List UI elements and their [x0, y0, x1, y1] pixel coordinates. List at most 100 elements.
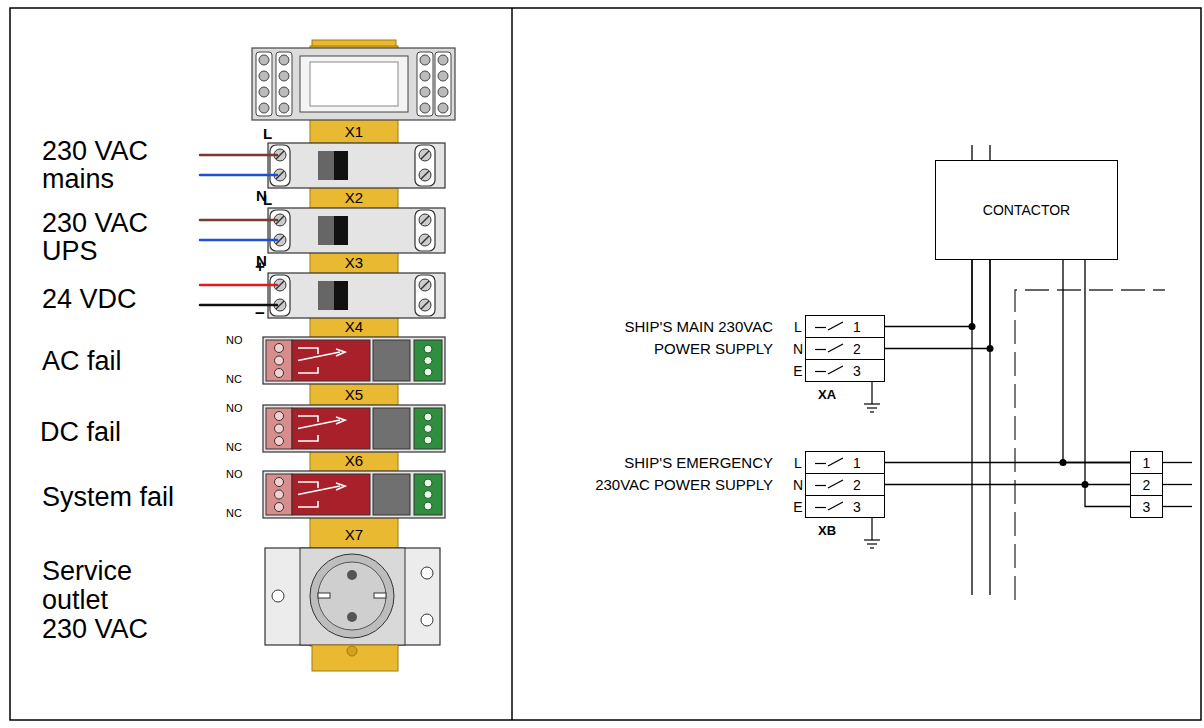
terminal-cell: 3 [805, 495, 885, 518]
switch-symbol [828, 322, 843, 330]
node-text: 3 [1143, 499, 1151, 515]
screw-column [435, 52, 451, 116]
node-text: 1 [1143, 455, 1151, 471]
terminal-cell: 1 [805, 451, 885, 474]
supply-label: SHIP'S EMERGENCY 230VAC POWER SUPPLY [593, 452, 773, 496]
switch-symbol [828, 458, 843, 466]
power-module [252, 48, 455, 120]
screw [438, 103, 448, 113]
signal-label: System fail [42, 483, 176, 511]
screw [279, 87, 289, 97]
terminal-cell: 3 [1130, 495, 1163, 518]
terminal-designator: XB [818, 523, 838, 538]
earth-clip [318, 593, 330, 598]
terminal-cell: 1 [1130, 451, 1163, 474]
din-clip-hole [347, 646, 357, 656]
switch-symbol [815, 485, 826, 486]
terminal-cell: 2 [1130, 473, 1163, 496]
screw-column [276, 52, 292, 116]
terminal-block [268, 273, 445, 318]
negative-wire [200, 304, 277, 307]
panel-frame [10, 8, 1201, 720]
terminal-cell: 1 [805, 315, 885, 338]
outlet-socket [310, 554, 394, 638]
terminal-designator: X7 [344, 527, 364, 543]
junction-dots [969, 323, 1089, 488]
node-text: 1 [853, 455, 861, 471]
contact-label: NO [226, 468, 244, 481]
positive-wire [200, 284, 277, 287]
terminal-block [268, 143, 445, 188]
screw [420, 71, 430, 81]
terminal-cell: 2 [805, 337, 885, 360]
outlet-face [300, 548, 405, 645]
switch-symbol [815, 371, 826, 372]
screw [259, 87, 269, 97]
outlet-label: Service outlet 230 VAC [42, 557, 151, 644]
pin-label: N [792, 477, 804, 493]
terminal-designator: X2 [344, 190, 364, 206]
ground-symbol [867, 407, 877, 408]
pin-label: L [263, 192, 274, 208]
supply-label: 230 VAC UPS [42, 209, 151, 265]
switch-symbol [815, 349, 826, 350]
outgoing-wire [1163, 484, 1192, 485]
switch-symbol [828, 502, 843, 510]
outgoing-wire [1163, 506, 1192, 507]
din-clip [312, 645, 398, 671]
pin-label: L [263, 126, 274, 142]
outlet-pin [347, 570, 357, 580]
switch-symbols [815, 322, 843, 510]
screw [438, 71, 448, 81]
outgoing-wire [1163, 462, 1192, 463]
signal-label: AC fail [42, 347, 123, 375]
module-window [300, 56, 408, 112]
pin-label: E [793, 363, 804, 379]
contact-label: NC [226, 373, 243, 386]
outlet-screw [421, 567, 433, 579]
earth-clip [374, 593, 386, 598]
contact-label: NO [226, 334, 244, 347]
screw-column [417, 52, 433, 116]
terminal-block [268, 208, 445, 253]
wire-connector [885, 484, 1130, 485]
cabinet-boundary [1015, 290, 1165, 600]
screw [279, 103, 289, 113]
node-text: CONTACTOR [983, 202, 1070, 218]
terminal-cell: 3 [805, 359, 885, 382]
pin-label: L [794, 319, 803, 335]
supply-label: 24 VDC [42, 285, 138, 313]
relay-block [263, 471, 445, 518]
switch-symbol [815, 507, 826, 508]
ground-symbols [864, 382, 880, 548]
screw-column [256, 52, 272, 116]
ground-symbol [864, 539, 880, 540]
terminal-designator: X3 [344, 255, 364, 271]
outlet-screw [421, 614, 433, 626]
node-text: 2 [1143, 477, 1151, 493]
bus-wire [971, 145, 972, 160]
neutral-wire [200, 239, 277, 242]
pin-label: + [255, 258, 266, 276]
switch-symbol [815, 463, 826, 464]
relay-block [263, 405, 445, 452]
pin-label: E [793, 499, 804, 515]
switch-symbol [828, 344, 843, 352]
screw [420, 103, 430, 113]
switch-symbol [828, 366, 843, 374]
ground-symbol [871, 382, 872, 404]
switch-symbol [828, 480, 843, 488]
terminal-designator: X5 [344, 387, 364, 403]
module-window [310, 62, 398, 106]
screw [420, 55, 430, 65]
screw [279, 55, 289, 65]
pin-label: L [794, 455, 803, 471]
outlet-screw [272, 590, 284, 602]
contact-label: NC [226, 441, 243, 454]
terminal-designator: X6 [344, 453, 364, 469]
screw [279, 71, 289, 81]
contact-label: NO [226, 402, 244, 415]
